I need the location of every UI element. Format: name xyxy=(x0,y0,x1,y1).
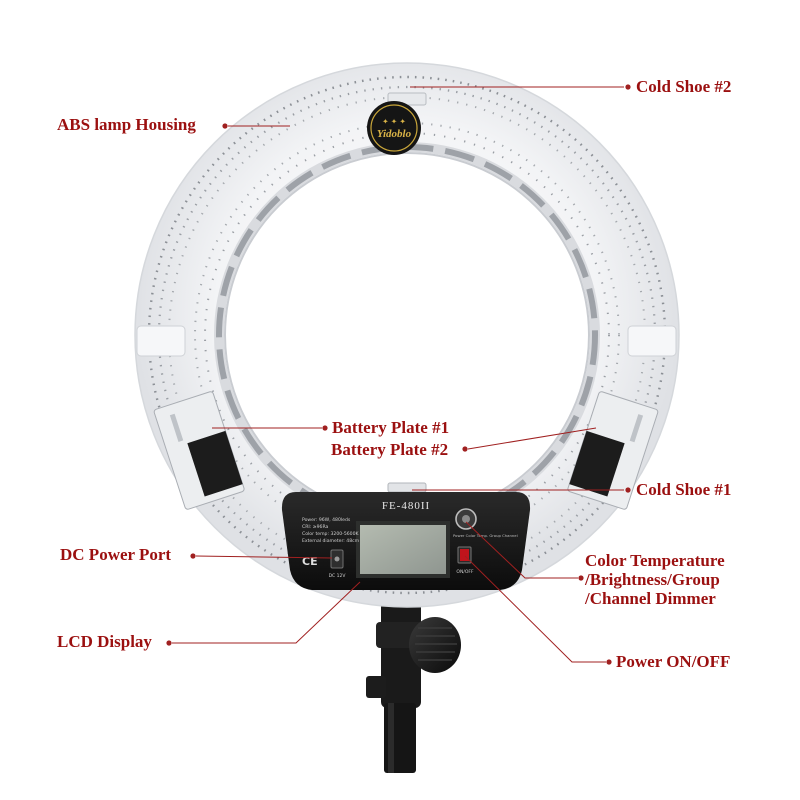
label-lcd-display: LCD Display xyxy=(57,632,152,651)
battery-plate-2 xyxy=(567,391,659,510)
battery-plate-1 xyxy=(153,391,245,510)
stand-knob-icon xyxy=(409,617,461,673)
leader-dots xyxy=(166,84,631,665)
brand-logo: ✦ ✦ ✦ Yidoblo xyxy=(367,101,421,155)
label-cold-shoe-2: Cold Shoe #2 xyxy=(636,77,732,96)
svg-text:Power Color Temp. Group Channe: Power Color Temp. Group Channel xyxy=(453,533,518,538)
control-panel: FE-480II Power: 96W, 480leds CRI: ≥96Ra … xyxy=(281,492,531,590)
svg-text:Yidoblo: Yidoblo xyxy=(377,128,412,140)
label-power-on-off: Power ON/OFF xyxy=(616,652,731,671)
label-color-temperature-dimmer: Color Temperature /Brightness/Group /Cha… xyxy=(585,551,725,608)
label-dc-power-port: DC Power Port xyxy=(60,545,172,564)
svg-text:Color temp: 3200-5600K: Color temp: 3200-5600K xyxy=(302,531,360,537)
svg-text:DC 12V: DC 12V xyxy=(329,573,347,579)
leader-lines xyxy=(172,86,624,663)
label-color-temperature-line1: Color Temperature xyxy=(585,551,725,570)
left-clamp-tab xyxy=(136,325,186,357)
label-color-temperature-line2: /Brightness/Group xyxy=(585,570,720,589)
label-battery-plate-1: Battery Plate #1 xyxy=(332,418,450,437)
tilt-screw-icon xyxy=(366,676,386,698)
label-abs-lamp-housing: ABS lamp Housing xyxy=(57,115,196,134)
lcd-screen xyxy=(360,525,446,574)
cold-shoe-1-icon xyxy=(387,482,427,493)
power-switch-icon xyxy=(460,549,469,561)
svg-text:External diameter: 48cm: External diameter: 48cm xyxy=(302,538,360,544)
label-color-temperature-line3: /Channel Dimmer xyxy=(585,589,716,608)
svg-text:CRI: ≥96Ra: CRI: ≥96Ra xyxy=(302,524,329,530)
svg-text:CE: CE xyxy=(302,555,318,568)
svg-text:ON/OFF: ON/OFF xyxy=(456,569,474,575)
svg-text:FE-480II: FE-480II xyxy=(382,500,430,512)
label-cold-shoe-1: Cold Shoe #1 xyxy=(636,480,732,499)
svg-text:Power: 96W, 480leds: Power: 96W, 480leds xyxy=(302,517,351,523)
label-battery-plate-2: Battery Plate #2 xyxy=(331,440,449,459)
stand-mount xyxy=(366,600,461,773)
svg-text:✦ ✦ ✦: ✦ ✦ ✦ xyxy=(382,117,406,126)
right-clamp-tab xyxy=(627,325,677,357)
